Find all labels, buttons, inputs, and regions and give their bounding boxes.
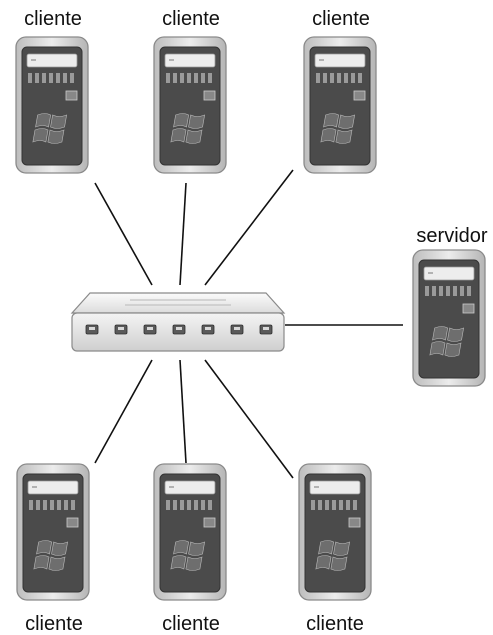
label-client-bottom-left: cliente [25,613,83,635]
label-client-top-left: cliente [24,8,82,30]
client-bottom-left-tower [15,462,91,607]
switch-port-contact [234,327,240,330]
label-client-top-center: cliente [162,8,220,30]
client-bottom-center-tower [152,462,228,607]
switch-port-contact [89,327,95,330]
link-client-top-center [179,182,187,286]
switch-port-contact [147,327,153,330]
link-client-top-left [94,182,153,286]
switch-port-contact [118,327,124,330]
link-client-bottom-left [94,359,153,464]
label-client-bottom-center: cliente [162,613,220,635]
network-switch-icon [70,287,286,360]
label-client-top-right: cliente [312,8,370,30]
switch-port-contact [176,327,182,330]
switch-port-contact [205,327,211,330]
label-client-bottom-right: cliente [306,613,364,635]
link-client-bottom-center [179,359,187,464]
label-server: servidor [416,225,488,247]
link-client-top-right [204,169,294,286]
switch-port-contact [263,327,269,330]
client-top-right-tower [302,35,378,180]
client-top-left-tower [14,35,90,180]
client-top-center-tower [152,35,228,180]
server-tower [411,248,487,393]
client-bottom-right-tower [297,462,373,607]
link-client-bottom-right [204,359,294,479]
